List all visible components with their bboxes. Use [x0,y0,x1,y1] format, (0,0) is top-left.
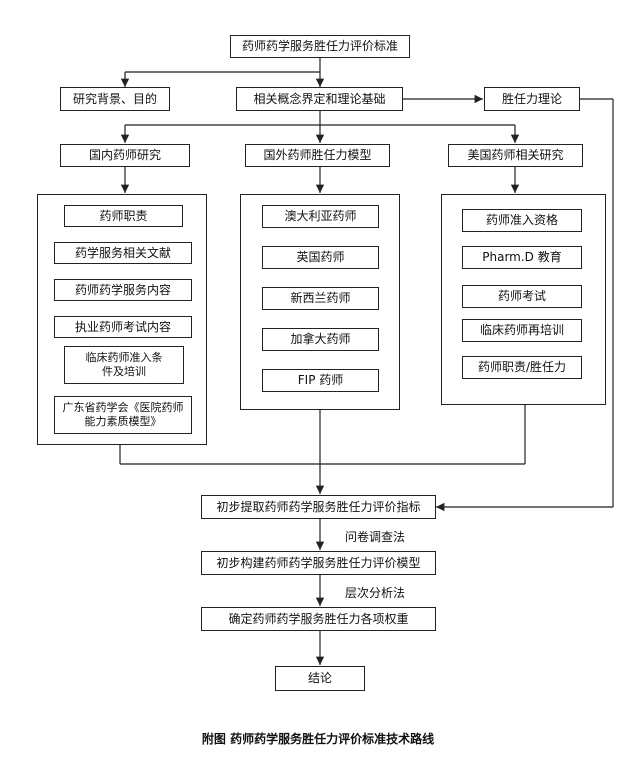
foreign-item: 加拿大药师 [262,328,379,351]
group-domestic [37,194,207,445]
domestic-item: 药师药学服务内容 [54,279,192,301]
usa-item: Pharm.D 教育 [462,246,582,269]
domestic-item: 药师职责 [64,205,183,227]
domestic-item: 药学服务相关文献 [54,242,192,264]
usa-item: 药师准入资格 [462,209,582,232]
node-theory: 胜任力理论 [484,87,580,111]
node-step1: 初步提取药师药学服务胜任力评价指标 [201,495,436,519]
node-background: 研究背景、目的 [60,87,170,111]
domestic-item: 临床药师准入条件及培训 [64,346,184,384]
group-foreign [240,194,400,410]
group-usa [441,194,606,405]
foreign-item: 新西兰药师 [262,287,379,310]
usa-item: 药师考试 [462,285,582,308]
figure-caption: 附图 药师药学服务胜任力评价标准技术路线 [201,732,435,746]
node-domestic-title: 国内药师研究 [60,144,190,167]
usa-item: 临床药师再培训 [462,319,582,342]
node-usa-title: 美国药师相关研究 [448,144,583,167]
domestic-item: 执业药师考试内容 [54,316,192,338]
node-conclusion: 结论 [275,666,365,691]
node-foreign-title: 国外药师胜任力模型 [245,144,390,167]
usa-item: 药师职责/胜任力 [462,356,582,379]
foreign-item: 英国药师 [262,246,379,269]
foreign-item: 澳大利亚药师 [262,205,379,228]
node-step3: 确定药师药学服务胜任力各项权重 [201,607,436,631]
node-step2: 初步构建药师药学服务胜任力评价模型 [201,551,436,575]
method-label-1: 问卷调查法 [345,530,406,544]
node-concept: 相关概念界定和理论基础 [236,87,403,111]
domestic-item: 广东省药学会《医院药师能力素质模型》 [54,396,192,434]
node-top: 药师药学服务胜任力评价标准 [230,35,410,58]
foreign-item: FIP 药师 [262,369,379,392]
method-label-2: 层次分析法 [345,586,406,600]
